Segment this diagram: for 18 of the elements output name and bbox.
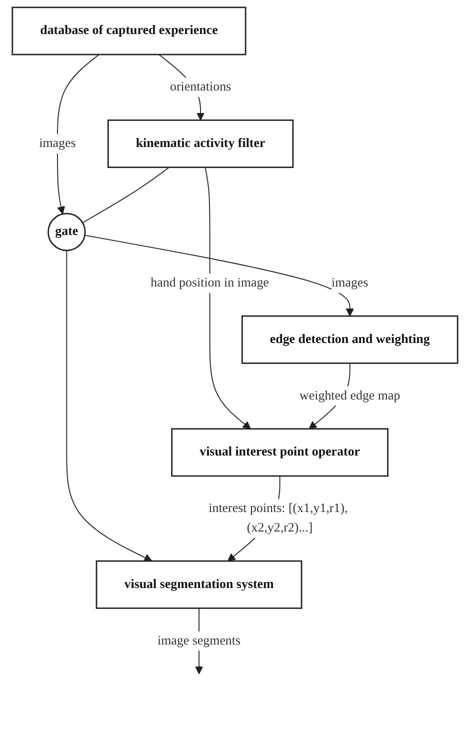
edge-label: images: [39, 136, 76, 151]
arrow: [56, 54, 100, 214]
edge-label: hand position in image: [150, 276, 269, 290]
edge-label: weighted edge map: [300, 389, 400, 403]
edge-label: orientations: [170, 80, 232, 94]
arrow: [84, 234, 354, 316]
arrow: [66, 250, 152, 562]
node-box: visual interest point operator: [171, 428, 388, 477]
node-box: visual segmentation system: [96, 560, 302, 609]
arrow: [204, 166, 251, 430]
node-box: kinematic activity filter: [107, 119, 294, 168]
edge-label: images: [332, 276, 368, 290]
edge-label: interest points: [(x1,y1,r1), (x2,y2,r2)...]: [208, 502, 348, 536]
edge-label: image segments: [158, 634, 241, 648]
connector: [82, 166, 170, 224]
node-box: edge detection and weighting: [241, 315, 458, 364]
node-circle: gate: [48, 212, 86, 252]
node-box: database of captured experience: [12, 6, 246, 56]
